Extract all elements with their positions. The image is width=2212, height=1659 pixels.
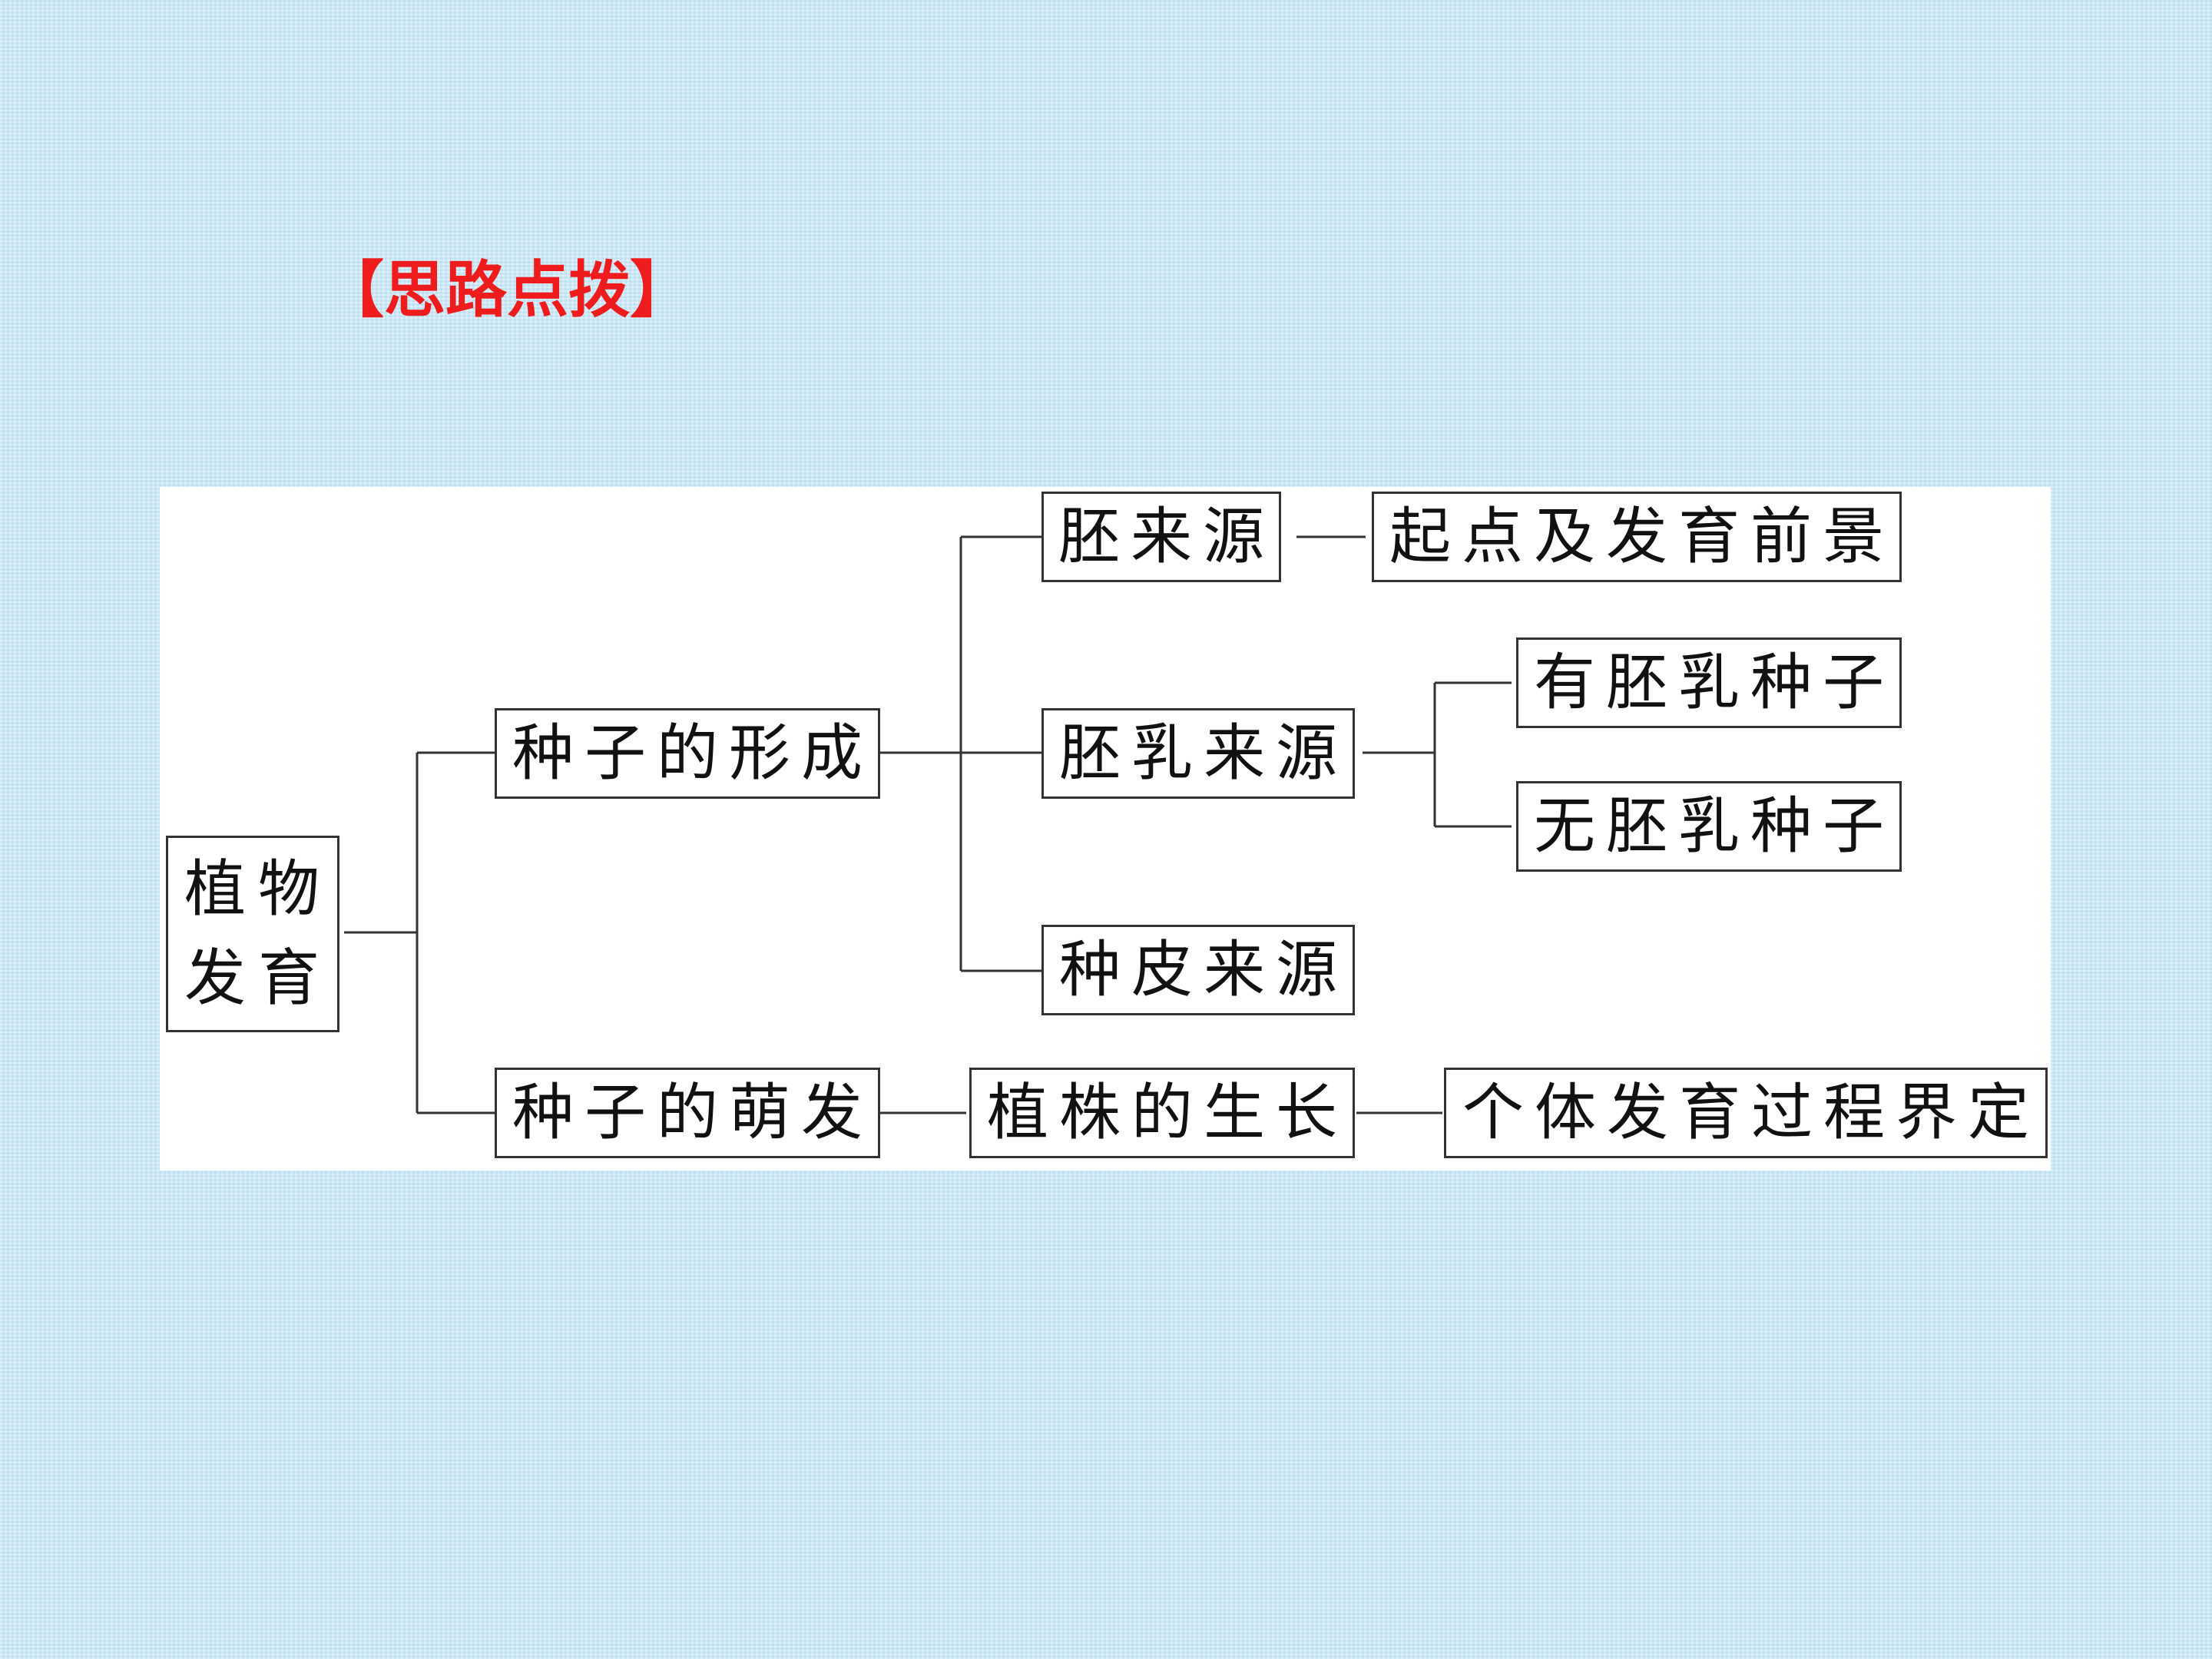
root-label-line1: 植物	[184, 853, 332, 925]
page-title: 【思路点拨】	[323, 254, 691, 326]
seed-germination-box: 种子的萌发	[495, 1068, 880, 1158]
start-and-prospect-box: 起点及发育前景	[1372, 492, 1902, 582]
endospermic-seed-box: 有胚乳种子	[1516, 637, 1902, 728]
connector-lines	[344, 535, 1512, 1114]
seed-coat-source-box: 种皮来源	[1041, 925, 1355, 1015]
development-definition-box: 个体发育过程界定	[1444, 1068, 2048, 1158]
seed-formation-box: 种子的形成	[495, 708, 880, 799]
concept-map: 植物 发育 种子的形成 种子的萌发 胚来源 胚乳来源 种皮来源 起点及发育前景 …	[160, 487, 2051, 1171]
root-node: 植物 发育	[166, 836, 339, 1032]
endosperm-source-box: 胚乳来源	[1041, 708, 1355, 799]
plant-growth-box: 植株的生长	[969, 1068, 1355, 1158]
non-endospermic-seed-box: 无胚乳种子	[1516, 781, 1902, 872]
embryo-source-box: 胚来源	[1041, 492, 1281, 582]
root-label-line2: 发育	[184, 942, 332, 1014]
